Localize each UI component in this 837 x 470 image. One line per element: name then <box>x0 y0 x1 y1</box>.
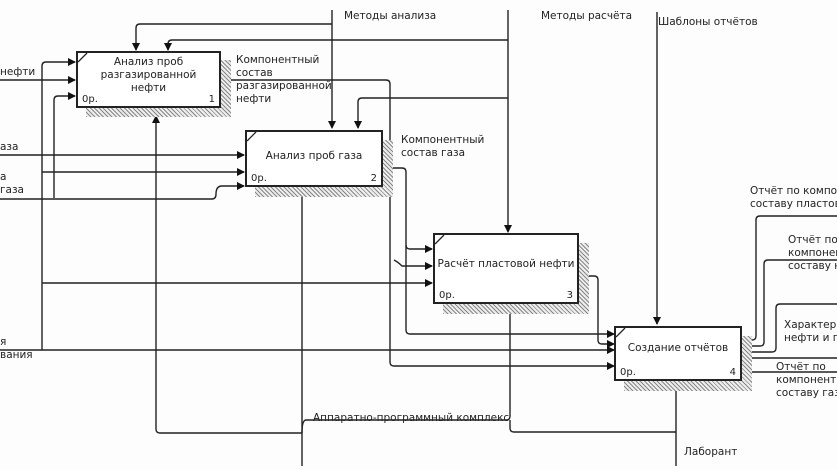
label-oil-composition: Компонентный состав разгазированной нефт… <box>236 54 332 105</box>
corner-mark-icon <box>616 328 626 338</box>
label-report-reservoir-2: составу пластово <box>750 198 837 210</box>
label-hardware-software: Аппаратно-программный комплекс <box>313 412 510 424</box>
block-number: 1 <box>208 94 215 105</box>
label-report-oil-1: Отчёт по <box>788 234 837 246</box>
label-report-oil-2: компонен <box>788 247 837 259</box>
block-analysis-oil-samples[interactable]: Анализ проб разгазированной нефти 0р. 1 <box>76 51 221 108</box>
corner-mark-icon <box>247 132 257 142</box>
arrow-out-oil-report <box>742 259 837 347</box>
label-methods-analysis: Методы анализа <box>344 10 437 22</box>
block-number: 3 <box>566 290 573 301</box>
arrow-lab-to-3 <box>509 420 676 433</box>
arrow-input-2c <box>0 182 245 200</box>
block-title: Создание отчётов <box>627 342 729 354</box>
block-cost: 0р. <box>620 367 636 378</box>
label-lab-assistant: Лаборант <box>684 446 738 458</box>
block-title: Расчёт пластовой нефти <box>437 258 575 270</box>
arrow-gas-composition <box>383 167 433 253</box>
label-report-gas-1: Отчёт по <box>776 361 826 373</box>
label-input-gas: аза <box>0 141 19 153</box>
arrow-mech-to-1 <box>152 115 302 434</box>
label-input-2a: а <box>0 171 7 183</box>
arrow-mech-to-3 <box>301 305 514 434</box>
arrow-out-characteristics <box>742 303 837 353</box>
label-input-equipment-a: я <box>0 336 7 348</box>
arrow-input-1c <box>53 92 76 198</box>
block-title: Анализ проб газа <box>265 150 363 162</box>
block-number: 2 <box>370 173 377 184</box>
block-cost: 0р. <box>439 290 455 301</box>
block-report-creation[interactable]: Создание отчётов 0р. 4 <box>614 326 742 381</box>
label-report-gas-3: составу газа <box>776 387 837 399</box>
arrow-out-reservoir-report <box>742 215 837 341</box>
block-title: Анализ проб разгазированной нефти <box>100 56 197 94</box>
block-cost: 0р. <box>82 94 98 105</box>
block-reservoir-oil-calc[interactable]: Расчёт пластовой нефти 0р. 3 <box>433 233 579 304</box>
label-report-reservoir-1: Отчёт по компон <box>750 185 837 197</box>
label-methods-calc: Методы расчёта <box>541 10 633 22</box>
block-analysis-gas-samples[interactable]: Анализ проб газа 0р. 2 <box>245 130 383 187</box>
arrow-methods-calc-to-1 <box>164 39 508 51</box>
arrow-methods-analysis-to-1 <box>132 23 332 51</box>
label-characteristics-2: нефти и га <box>784 332 837 344</box>
corner-mark-icon <box>78 53 88 63</box>
label-input-2b: газа <box>0 184 24 196</box>
corner-mark-icon <box>435 235 445 245</box>
label-characteristics-1: Характери <box>784 319 837 331</box>
arrow-oil-composition <box>221 79 615 370</box>
arrow-methods-calc-to-2 <box>354 97 508 129</box>
label-input-equipment-b: вания <box>0 349 33 361</box>
label-report-oil-3: составу н <box>788 260 837 272</box>
arrow-reservoir-oil <box>578 275 615 348</box>
arrow-input-3b <box>393 259 433 270</box>
label-report-gas-2: компонентн <box>776 374 837 386</box>
arrow-gas-composition-to-4 <box>405 245 615 338</box>
label-input-oil: нефти <box>0 66 36 78</box>
block-number: 4 <box>729 367 736 378</box>
label-report-templates: Шаблоны отчётов <box>658 16 758 28</box>
block-cost: 0р. <box>251 173 267 184</box>
label-gas-composition: Компонентный состав газа <box>401 134 485 159</box>
arrow-input-1a <box>41 58 76 350</box>
